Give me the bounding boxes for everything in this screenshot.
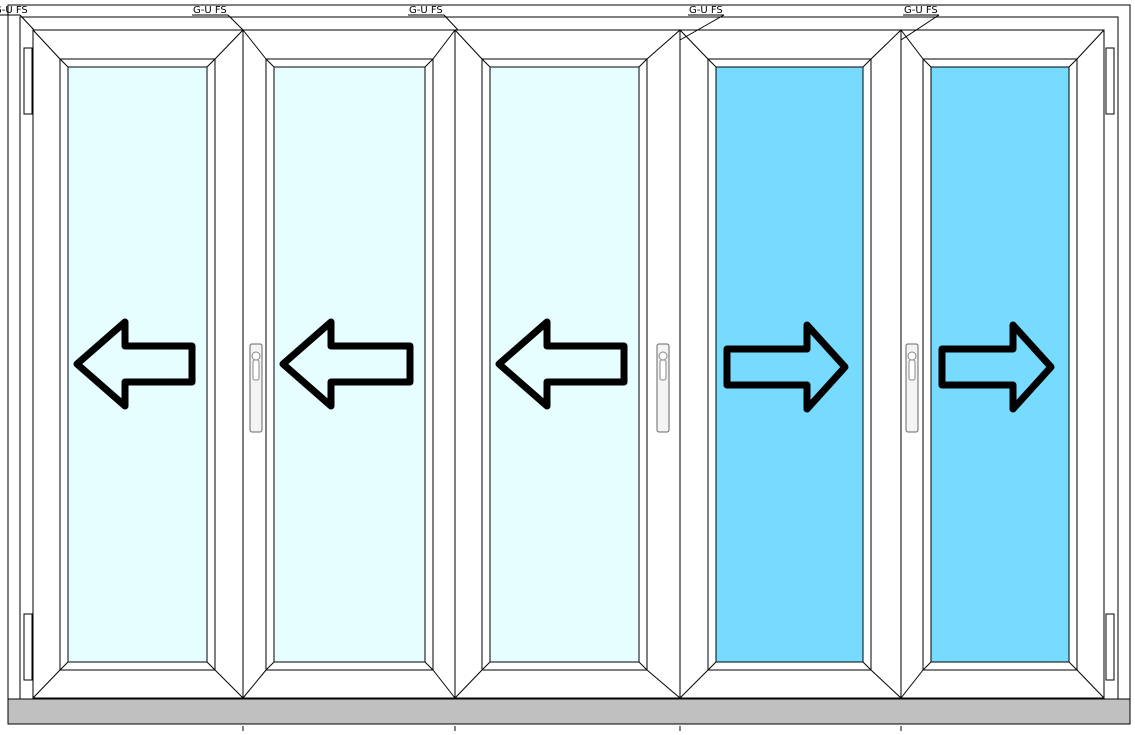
sill bbox=[7, 698, 1131, 725]
miter-line bbox=[32, 29, 61, 60]
miter-line bbox=[1076, 29, 1105, 60]
handle-lever bbox=[252, 359, 260, 381]
handle-knob bbox=[251, 351, 261, 361]
bead-miter-line bbox=[424, 661, 434, 671]
miter-line bbox=[454, 29, 483, 60]
bead-miter-line bbox=[206, 58, 216, 68]
bead-miter-line bbox=[922, 661, 932, 671]
sash-panel-5 bbox=[900, 29, 1105, 699]
miter-line bbox=[646, 29, 681, 60]
bead-miter-line bbox=[481, 661, 491, 671]
sash-panel-2 bbox=[242, 29, 456, 699]
handle-icon bbox=[249, 343, 263, 433]
bead-miter-line bbox=[707, 661, 717, 671]
miter-line bbox=[679, 669, 709, 699]
miter-line bbox=[1076, 669, 1105, 699]
hardware-label-2: G-U FS bbox=[193, 5, 227, 16]
hardware-label-4: G-U FS bbox=[689, 5, 723, 16]
sash-panel-4 bbox=[679, 29, 902, 699]
bead-miter-line bbox=[265, 58, 275, 68]
label-leader-lines bbox=[19, 14, 940, 41]
miter-line bbox=[870, 669, 902, 699]
miter-line bbox=[432, 669, 456, 699]
hardware-label-1: G-U FS bbox=[0, 5, 28, 16]
bead-miter-line bbox=[862, 58, 872, 68]
sash-panel-1 bbox=[32, 29, 244, 699]
bead-miter-line bbox=[707, 58, 717, 68]
bead-miter-line bbox=[481, 58, 491, 68]
arrow-left-icon bbox=[495, 318, 628, 410]
miter-line bbox=[454, 669, 483, 699]
bead-miter-line bbox=[59, 58, 69, 68]
miter-line bbox=[679, 29, 709, 60]
bead-miter-line bbox=[638, 661, 648, 671]
hinge-top-right bbox=[1105, 47, 1115, 115]
bead-miter-line bbox=[424, 58, 434, 68]
handle-knob bbox=[658, 351, 668, 361]
sash-panel-3 bbox=[454, 29, 681, 699]
arrow-left-icon bbox=[73, 318, 196, 410]
handle-lever bbox=[659, 359, 667, 381]
handle-icon bbox=[905, 343, 919, 433]
miter-line bbox=[242, 669, 267, 699]
glass-pane bbox=[67, 66, 208, 663]
bead-miter-line bbox=[1068, 58, 1078, 68]
bead-miter-line bbox=[206, 661, 216, 671]
handle-knob bbox=[907, 351, 917, 361]
handle-icon bbox=[656, 343, 670, 433]
bead-miter-line bbox=[1068, 661, 1078, 671]
miter-line bbox=[214, 669, 244, 699]
hardware-label-3: G-U FS bbox=[409, 5, 443, 16]
miter-line bbox=[214, 29, 244, 60]
bead-miter-line bbox=[922, 58, 932, 68]
miter-line bbox=[432, 29, 456, 60]
bead-miter-line bbox=[638, 58, 648, 68]
arrow-right-icon bbox=[938, 321, 1055, 413]
ground-ticks bbox=[242, 726, 902, 731]
miter-line bbox=[900, 669, 924, 699]
hardware-label-5: G-U FS bbox=[904, 5, 938, 16]
miter-line bbox=[900, 29, 924, 60]
bead-miter-line bbox=[862, 661, 872, 671]
hinge-top-left bbox=[23, 47, 33, 115]
glass-pane bbox=[489, 66, 640, 663]
miter-line bbox=[242, 29, 267, 60]
miter-line bbox=[870, 29, 902, 60]
hinge-bottom-left bbox=[23, 613, 33, 681]
hinge-bottom-right bbox=[1105, 613, 1115, 681]
bead-miter-line bbox=[59, 661, 69, 671]
miter-line bbox=[32, 669, 61, 699]
arrow-left-icon bbox=[279, 318, 414, 410]
arrow-right-icon bbox=[723, 321, 849, 413]
miter-line bbox=[646, 669, 681, 699]
handle-lever bbox=[908, 359, 916, 381]
glass-pane bbox=[273, 66, 426, 663]
bead-miter-line bbox=[265, 661, 275, 671]
